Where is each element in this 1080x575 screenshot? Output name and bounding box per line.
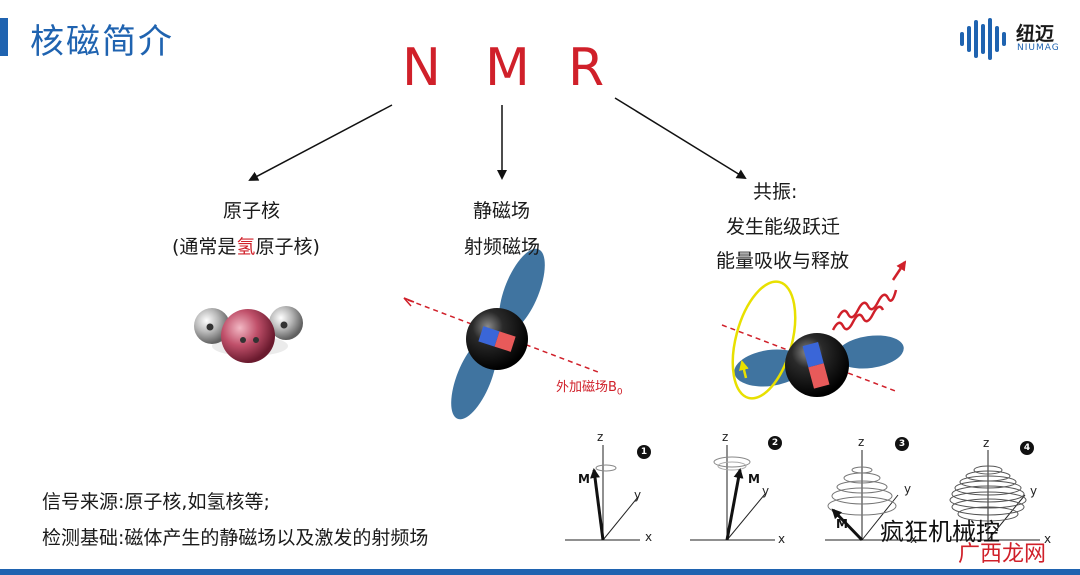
panel-3-y-label: y xyxy=(904,482,912,496)
rf-field-label: 射频磁场 xyxy=(464,236,541,258)
bottom-accent-bar xyxy=(0,569,1080,575)
panel-2-m-label: M xyxy=(748,472,760,486)
title-accent-bar xyxy=(0,18,8,56)
nucleus-label: 原子核 xyxy=(223,200,281,222)
logo-text-en: NIUMAG xyxy=(1017,43,1060,53)
energy-transition-label: 发生能级跃迁 xyxy=(726,216,841,238)
arrow-to-resonance xyxy=(614,97,747,180)
water-molecule-icon xyxy=(194,306,303,363)
energy-absorb-release-label: 能量吸收与释放 xyxy=(716,250,850,272)
panel-1-x-label: x xyxy=(645,530,653,544)
panel-number-3: 3 xyxy=(895,437,909,451)
hydrogen-highlight: 氢 xyxy=(236,236,256,258)
nmr-letter-n: N xyxy=(402,38,441,98)
panel-3-x-label: x xyxy=(910,532,918,546)
magnetization-panel-1 xyxy=(565,445,640,541)
magnetization-panel-3 xyxy=(825,450,910,542)
logo-text-cn: 纽迈 xyxy=(1016,23,1055,45)
nmr-letter-m: M xyxy=(485,38,530,98)
panel-1-m-label: M xyxy=(578,472,590,486)
panel-4-z-label: z xyxy=(983,436,990,450)
watermark-text: 疯狂机械控 xyxy=(880,518,1000,546)
panel-2-z-label: z xyxy=(722,430,729,444)
nucleus-sublabel: (通常是氢原子核) xyxy=(172,236,320,258)
niumag-logo-icon xyxy=(960,18,1006,60)
panel-1-z-label: z xyxy=(597,430,604,444)
static-field-label: 静磁场 xyxy=(473,200,531,222)
panel-4-y-label: y xyxy=(1030,484,1038,498)
resonance-label: 共振: xyxy=(753,181,798,203)
arrow-to-nucleus xyxy=(248,104,393,181)
resonance-nucleus-icon xyxy=(721,260,907,400)
panel-4-x-label: x xyxy=(1044,532,1052,546)
signal-source-text: 信号来源:原子核,如氢核等; xyxy=(42,491,270,513)
nmr-letter-r: R xyxy=(568,38,605,98)
spinning-nucleus-icon xyxy=(403,248,599,420)
panel-2-x-label: x xyxy=(778,532,786,546)
external-field-label: 外加磁场B0 xyxy=(556,380,623,398)
panel-3-z-label: z xyxy=(858,435,865,449)
detection-basis-text: 检测基础:磁体产生的静磁场以及激发的射频场 xyxy=(42,527,429,549)
panel-number-2: 2 xyxy=(768,436,782,450)
magnetization-panel-4 xyxy=(949,450,1040,541)
panel-1-y-label: y xyxy=(634,488,642,502)
panel-2-y-label: y xyxy=(762,484,770,498)
panel-number-4: 4 xyxy=(1020,441,1034,455)
panel-3-m-label: M xyxy=(836,517,848,531)
panel-number-1: 1 xyxy=(637,445,651,459)
magnetization-panel-2 xyxy=(690,445,775,541)
watermark-source: 广西龙网 xyxy=(958,542,1047,567)
page-title: 核磁简介 xyxy=(30,22,174,62)
